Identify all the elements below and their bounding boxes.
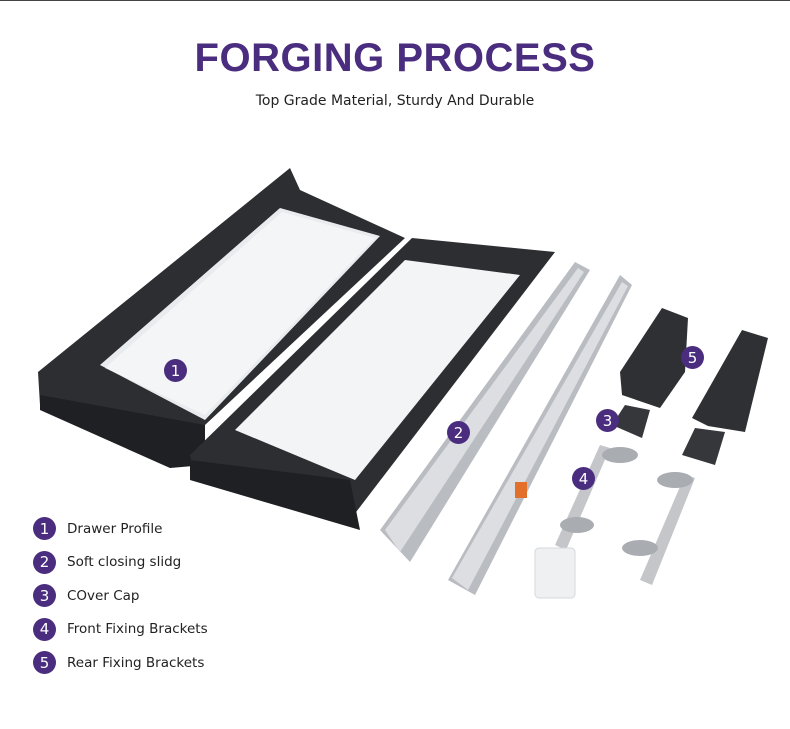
legend-label: Soft closing slidg: [67, 554, 182, 571]
cover-caps: [612, 405, 725, 465]
rear-fixing-brackets: [620, 308, 768, 432]
legend-item: 2 Soft closing slidg: [33, 546, 208, 580]
legend-number: 2: [33, 550, 56, 574]
legend-item: 1 Drawer Profile: [33, 512, 208, 546]
legend-number: 4: [33, 617, 56, 641]
legend-label: Front Fixing Brackets: [67, 621, 208, 638]
legend-item: 5 Rear Fixing Brackets: [33, 646, 208, 680]
parts-legend: 1 Drawer Profile 2 Soft closing slidg 3 COv…: [33, 512, 208, 680]
callout-badge-4: 4: [572, 467, 595, 490]
drawer-profile-right: [190, 238, 555, 530]
legend-number: 1: [33, 517, 56, 541]
front-fixing-brackets: [534, 445, 695, 599]
callout-badge-2: 2: [447, 421, 470, 444]
callout-badge-1: 1: [164, 359, 187, 382]
soft-closing-slides: [380, 262, 632, 595]
legend-item: 4 Front Fixing Brackets: [33, 613, 208, 647]
page-subtitle: Top Grade Material, Sturdy And Durable: [255, 93, 535, 109]
legend-number: 3: [33, 584, 56, 608]
legend-number: 5: [33, 651, 56, 675]
legend-label: COver Cap: [67, 587, 140, 604]
legend-label: Drawer Profile: [67, 520, 163, 537]
callout-badge-5: 5: [681, 346, 704, 369]
top-divider: [0, 0, 790, 1]
callout-badge-3: 3: [596, 409, 619, 432]
legend-item: 3 COver Cap: [33, 579, 208, 613]
legend-label: Rear Fixing Brackets: [67, 654, 205, 671]
page-title: FORGING PROCESS: [194, 36, 596, 80]
